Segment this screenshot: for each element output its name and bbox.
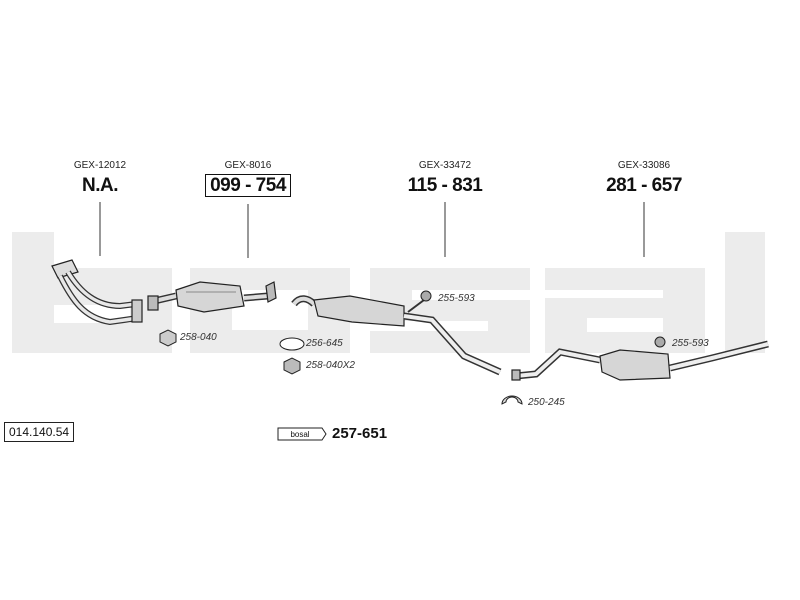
bosal-watermark [12,232,765,353]
hanger-rear-icon[interactable] [654,336,666,348]
middle-silencer-part-number[interactable]: 115 - 831 [407,175,483,196]
front-pipe-part[interactable] [51,259,143,326]
ring-gasket-icon[interactable] [279,337,305,351]
hanger-middle-icon[interactable] [420,290,432,302]
mounting-kit-code[interactable]: 257-651 [332,425,388,442]
mounting-kit-badge-icon[interactable]: bosal [277,427,327,441]
rear-silencer-part-number[interactable]: 281 - 657 [606,175,682,196]
gasket-front-code[interactable]: 258-040 [180,332,217,343]
catalyst-gex-code: GEX-8016 [224,160,272,171]
catalytic-converter-part[interactable] [147,281,277,313]
catalyst-part-number[interactable]: 099 - 754 [188,174,308,197]
middle-silencer-part[interactable] [291,295,502,376]
clamp-code[interactable]: 250-245 [528,397,565,408]
hanger-rear-code[interactable]: 255-593 [672,338,709,349]
rear-silencer-part[interactable] [511,340,769,381]
front-pipe-gex-code: GEX-12012 [73,160,127,171]
ring-gasket-code[interactable]: 256-645 [306,338,343,349]
nut-icon[interactable] [283,357,301,375]
leader-lines [99,202,645,258]
rear-silencer-gex-code: GEX-33086 [617,160,671,171]
catalyst-part-number-box[interactable]: 099 - 754 [205,174,291,197]
nut-code[interactable]: 258-040X2 [306,360,355,371]
article-number: 014.140.54 [4,422,75,442]
front-pipe-part-number[interactable]: N.A. [82,175,119,196]
clamp-icon[interactable] [501,395,523,405]
hanger-middle-code[interactable]: 255-593 [438,293,475,304]
middle-silencer-gex-code: GEX-33472 [418,160,472,171]
svg-text:bosal: bosal [290,430,309,439]
gasket-front-icon[interactable] [159,329,177,347]
